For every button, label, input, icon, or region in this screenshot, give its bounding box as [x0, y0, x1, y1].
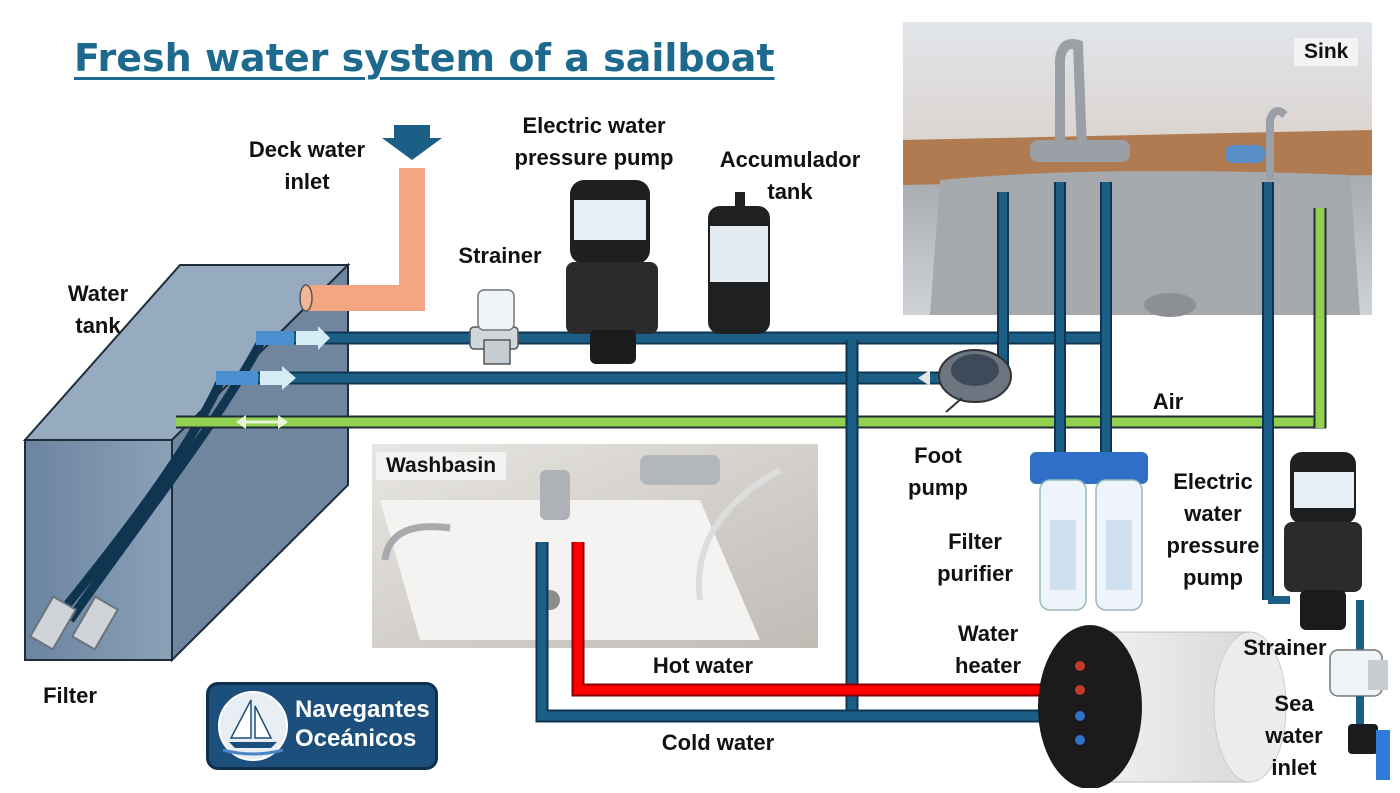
air-pipe — [176, 208, 1327, 429]
page-title: Fresh water system of a sailboat — [74, 36, 775, 80]
deck-inlet-pipe — [299, 125, 442, 312]
logo-text: Navegantes Oceánicos — [295, 695, 430, 753]
washbasin-label: Washbasin — [376, 452, 507, 480]
brand-logo: Navegantes Oceánicos — [206, 682, 438, 770]
filter-purifier-label: Filter purifier — [937, 529, 1013, 586]
sink-photo — [903, 22, 1372, 317]
down-arrow-icon — [382, 125, 442, 160]
pressure-pump-right — [1268, 452, 1362, 630]
accumulator-tank — [708, 192, 770, 334]
deck-inlet-label: Deck water inlet — [248, 137, 366, 194]
sea-valve — [1348, 724, 1390, 780]
double-arrow-icon — [236, 415, 288, 429]
logo-line-1: Navegantes — [295, 696, 430, 723]
supply-pipe — [256, 326, 1108, 350]
strainer-right — [1329, 600, 1388, 724]
pump-right-label: Electric water pressure pump — [1166, 469, 1260, 590]
strainer-top-label: Strainer — [458, 243, 542, 268]
accumulator-label: Accumulador tank — [719, 147, 861, 204]
water-tank-label: Water tank — [67, 281, 129, 338]
sink-pipes — [997, 182, 1274, 600]
sink-label: Sink — [1294, 38, 1359, 66]
cold-water-label: Cold water — [661, 730, 775, 755]
foot-pump-label: Foot pump — [908, 443, 968, 500]
air-label: Air — [1152, 389, 1184, 414]
flow-arrow-icon — [296, 326, 330, 350]
strainer-top — [469, 289, 519, 365]
filter-purifier — [1030, 452, 1148, 611]
filter-label: Filter — [43, 683, 97, 708]
tank-hoses — [28, 337, 266, 651]
flow-arrow-icon — [260, 366, 296, 390]
foot-pump — [918, 349, 1012, 413]
filter-strainers — [28, 595, 120, 651]
foot-pump-pipe — [216, 366, 1010, 390]
sea-inlet-label: Sea water inlet — [1265, 691, 1323, 780]
water-heater-label: Water heater — [954, 621, 1022, 678]
pressure-pump-top — [566, 180, 658, 364]
distribution-pipes — [535, 340, 1075, 723]
sailboat-icon — [218, 691, 288, 761]
water-tank — [22, 262, 351, 663]
hot-water-label: Hot water — [652, 653, 754, 678]
strainer-right-label: Strainer — [1243, 635, 1327, 660]
water-heater — [1038, 625, 1287, 789]
pump-top-label: Electric water pressure pump — [514, 113, 674, 170]
logo-line-2: Oceánicos — [295, 725, 417, 752]
